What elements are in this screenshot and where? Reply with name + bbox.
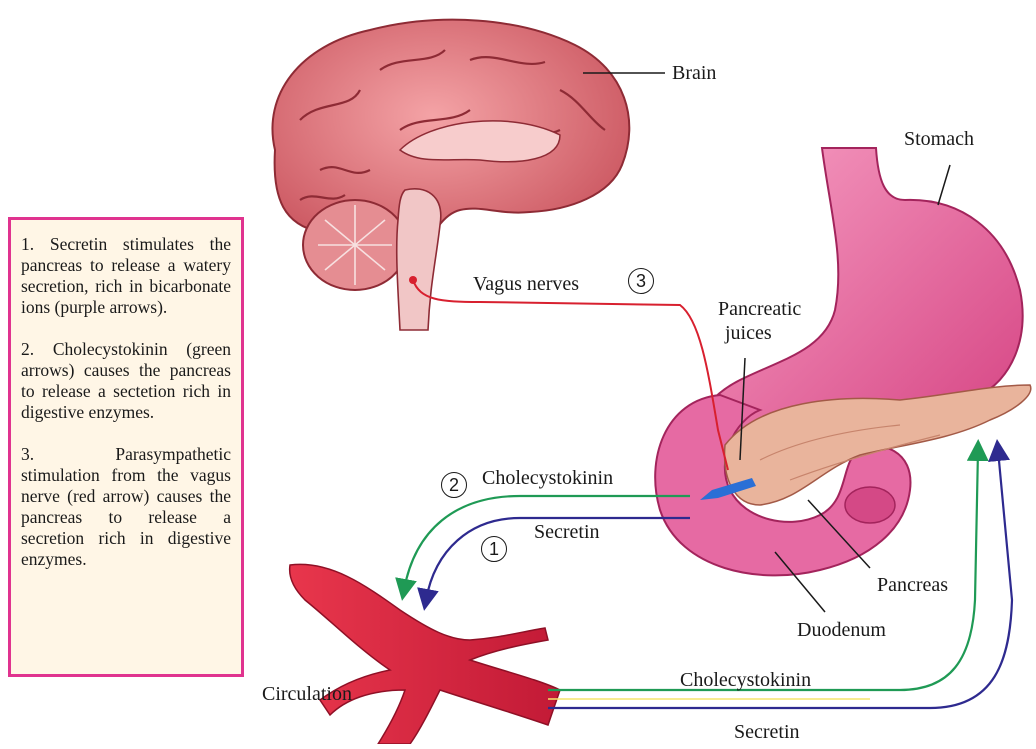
- note-cholecystokinin: 2. Cholecystokinin (green arrows) causes…: [21, 339, 231, 423]
- brainstem-shape: [397, 189, 441, 330]
- label-secretin-bottom: Secretin: [734, 721, 800, 743]
- stomach-leader-line: [938, 165, 950, 205]
- note-parasympathetic: 3. Parasympathetic stimulation from the …: [21, 444, 231, 570]
- label-pancreatic-juices-2: juices: [725, 322, 772, 344]
- blood-vessel-illustration: [290, 564, 560, 744]
- marker-1: 1: [481, 536, 507, 562]
- vessel-shape: [290, 564, 560, 744]
- marker-3: 3: [628, 268, 654, 294]
- label-duodenum: Duodenum: [797, 619, 886, 641]
- label-cholecystokinin-top: Cholecystokinin: [482, 467, 613, 489]
- label-vagus-nerves: Vagus nerves: [473, 273, 579, 295]
- explanation-box: 1. Secretin stimulates the pancreas to r…: [8, 217, 244, 677]
- label-circulation: Circulation: [262, 683, 352, 705]
- label-pancreas: Pancreas: [877, 574, 948, 596]
- label-cholecystokinin-bottom: Cholecystokinin: [680, 669, 811, 691]
- label-brain: Brain: [672, 62, 716, 84]
- label-pancreatic-juices-1: Pancreatic: [718, 298, 801, 320]
- label-stomach: Stomach: [904, 128, 974, 150]
- note-secretin: 1. Secretin stimulates the pancreas to r…: [21, 234, 231, 318]
- cholecystokinin-arrow-top: [404, 496, 690, 590]
- label-secretin-top: Secretin: [534, 521, 600, 543]
- marker-2: 2: [441, 472, 467, 498]
- jejunum-opening: [845, 487, 895, 523]
- brain-illustration: [272, 20, 665, 330]
